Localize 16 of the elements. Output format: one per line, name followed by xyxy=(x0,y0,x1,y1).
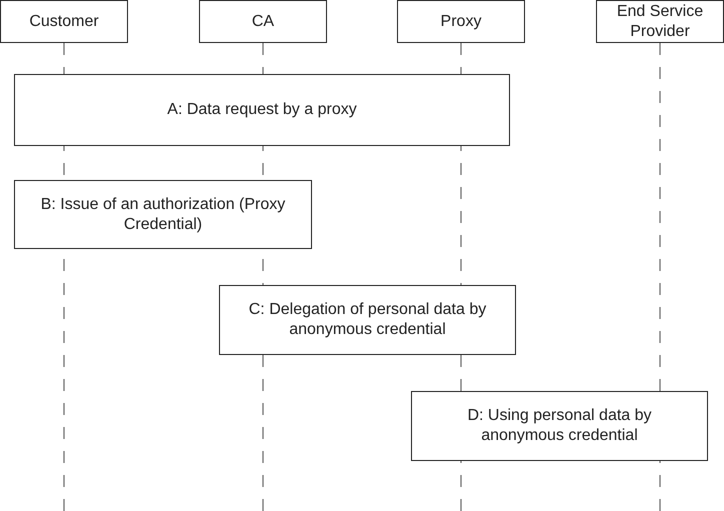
participant-label: End Service Provider xyxy=(616,2,704,42)
participant-box xyxy=(0,0,128,43)
participant-label: CA xyxy=(252,12,274,32)
step-label: C: Delegation of personal data by anonymous credential xyxy=(248,300,488,340)
step-label: A: Data request by a proxy xyxy=(167,100,357,120)
participant-box xyxy=(199,0,327,43)
participant-label: Customer xyxy=(29,12,99,32)
step-box xyxy=(411,391,708,461)
step-box xyxy=(14,74,510,146)
step-label: B: Issue of an authorization (Proxy Credential) xyxy=(40,194,286,234)
step-label: D: Using personal data by anonymous credential xyxy=(466,406,653,446)
participant-box xyxy=(596,0,724,43)
participant-box xyxy=(397,0,525,43)
step-box xyxy=(219,285,516,355)
participant-label: Proxy xyxy=(440,12,482,32)
step-box xyxy=(14,180,312,249)
